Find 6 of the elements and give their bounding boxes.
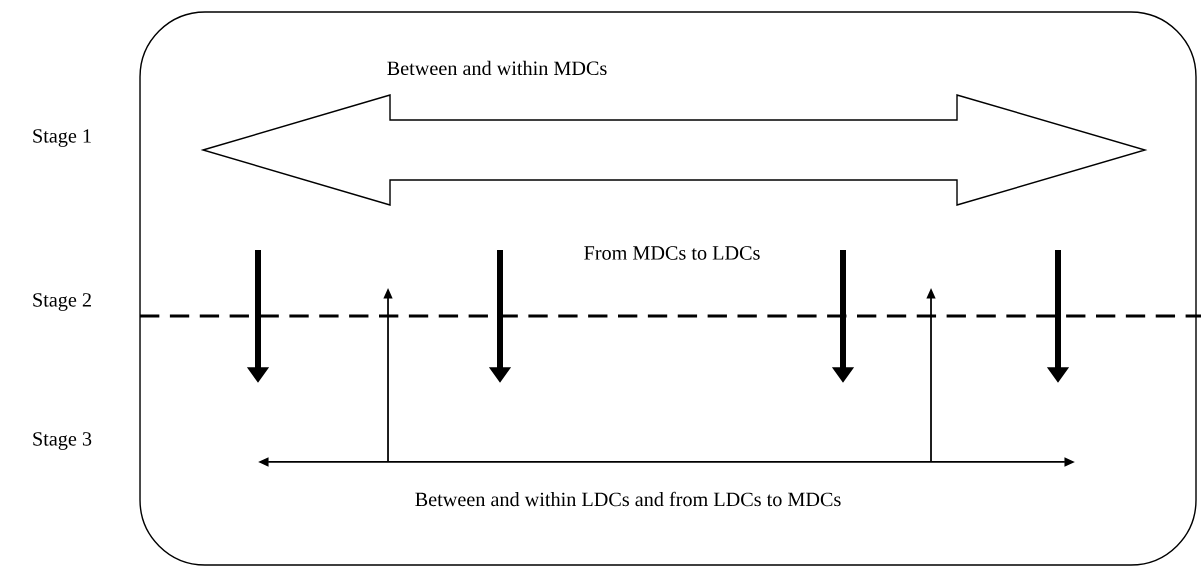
heading-text: From MDCs to LDCs: [584, 246, 760, 260]
stage-label: Stage 3: [33, 432, 92, 450]
stage-label: Stage 2: [33, 293, 91, 311]
heading-text: Between and within MDCs: [387, 60, 607, 76]
heading-text: Between and within LDCs and from LDCs to MDCs: [415, 491, 841, 507]
stage-label: Stage 1: [33, 129, 91, 147]
